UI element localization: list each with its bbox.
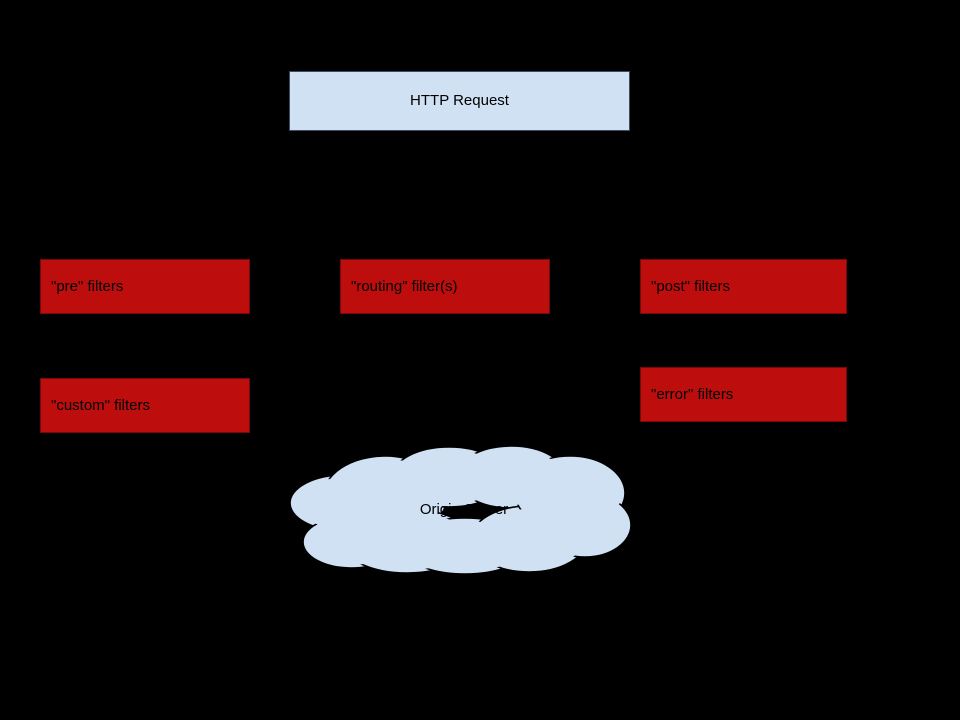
- node-pre-filters[interactable]: "pre" filters: [40, 259, 250, 314]
- node-routing-filters-label: "routing" filter(s): [351, 277, 458, 295]
- node-pre-filters-label: "pre" filters: [51, 277, 124, 295]
- node-http-request-label: HTTP Request: [410, 92, 509, 109]
- node-custom-filters[interactable]: "custom" filters: [40, 378, 250, 433]
- node-origin-server[interactable]: Origin Server: [289, 441, 633, 575]
- node-custom-filters-label: "custom" filters: [51, 396, 151, 414]
- node-routing-filters[interactable]: "routing" filter(s): [340, 259, 550, 314]
- node-error-filters[interactable]: "error" filters: [640, 367, 847, 422]
- node-post-filters[interactable]: "post" filters: [640, 259, 847, 314]
- node-http-request[interactable]: HTTP Request: [289, 71, 630, 131]
- node-error-filters-label: "error" filters: [651, 385, 734, 403]
- node-post-filters-label: "post" filters: [651, 277, 731, 295]
- cloud-icon: [289, 445, 632, 575]
